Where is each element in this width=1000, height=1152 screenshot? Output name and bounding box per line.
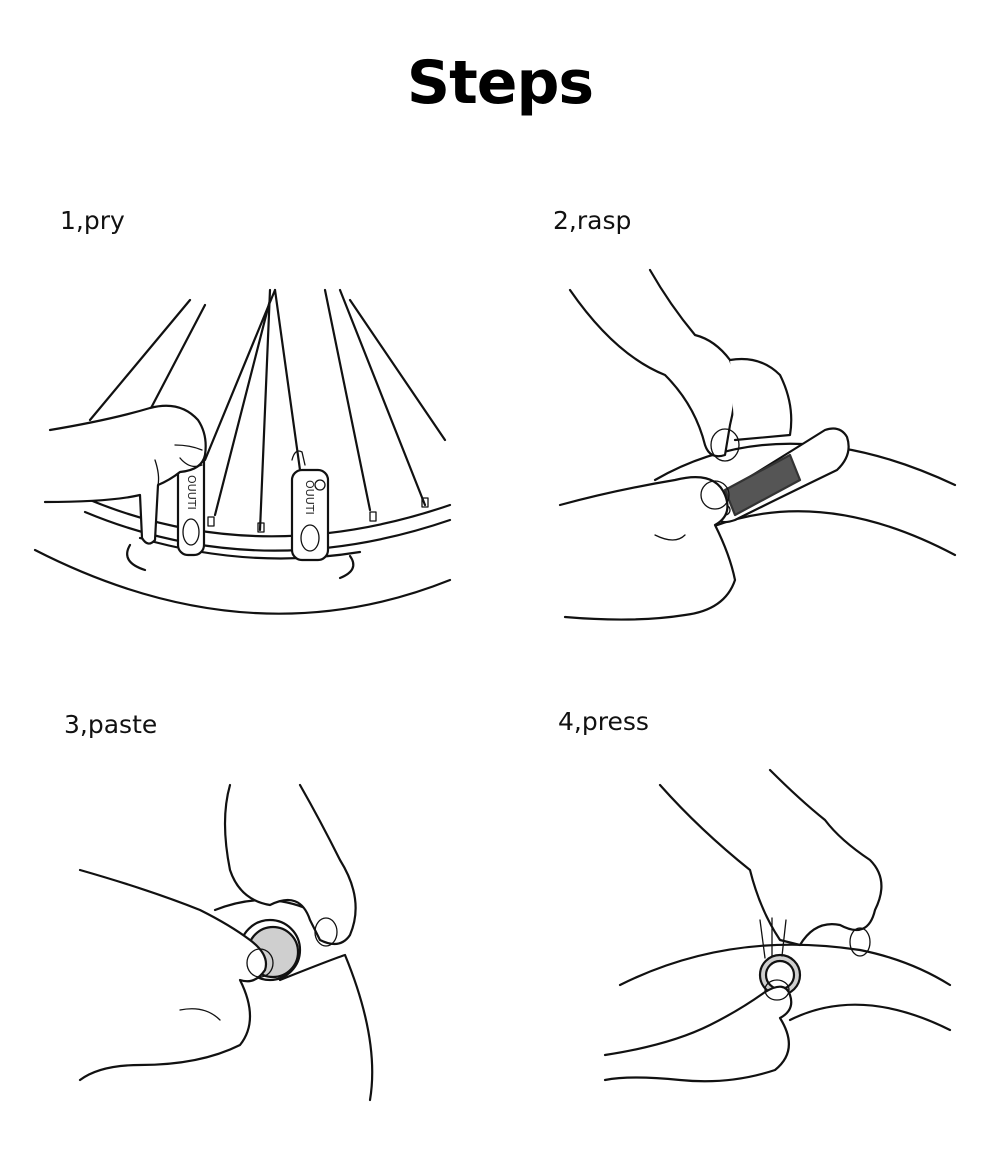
- upper-hand: [568, 268, 793, 462]
- lower-hand: [603, 979, 793, 1083]
- hand: [43, 404, 207, 545]
- wheel-spokes: [88, 288, 447, 532]
- upper-hand: [223, 783, 357, 947]
- step-1-label: 1,pry: [60, 206, 125, 235]
- tool-brand-text-2: OUUTI: [303, 480, 316, 515]
- tire-lever-2: OUUTI: [290, 450, 330, 562]
- upper-hand: [658, 768, 883, 957]
- step-2-label: 2,rasp: [553, 206, 632, 235]
- wheel-rim: [33, 498, 452, 615]
- step-4-label: 4,press: [558, 707, 649, 736]
- tool-brand-text-1: OUUTI: [185, 475, 198, 510]
- page-title: Steps: [406, 48, 594, 118]
- patch: [758, 917, 802, 997]
- inner-tube: [618, 943, 952, 1032]
- lower-hand: [78, 868, 274, 1082]
- step-4-press-illustration: [603, 768, 952, 1083]
- rasp-tool: [711, 427, 850, 524]
- step-3-label: 3,paste: [64, 710, 158, 739]
- lower-hand: [558, 476, 737, 621]
- step-2-rasp-illustration: [558, 268, 957, 621]
- step-1-pry-illustration: OUUTI OUUTI: [33, 288, 452, 615]
- step-3-paste-illustration: [78, 783, 374, 1102]
